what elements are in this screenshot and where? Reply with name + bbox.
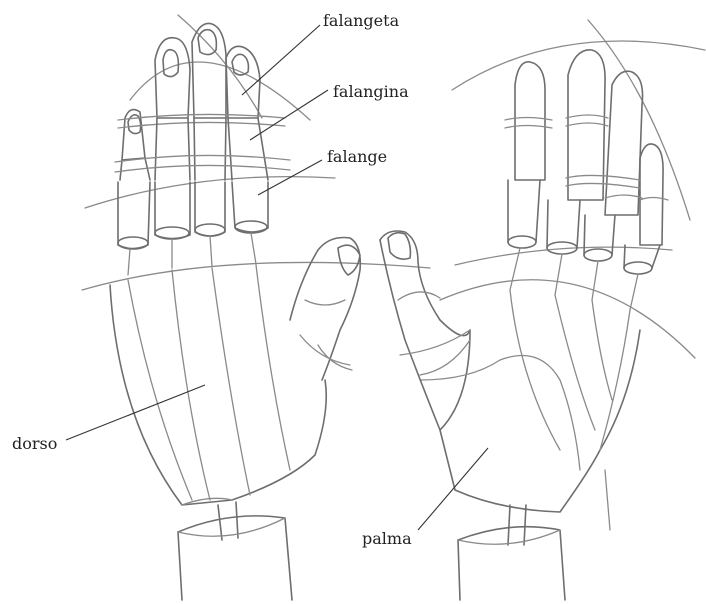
palma-leader-line: [418, 448, 488, 530]
dorso-label: dorso: [12, 434, 57, 453]
falangina-leader-line: [250, 90, 328, 140]
falangeta-label: falangeta: [323, 11, 400, 30]
palma-label: palma: [362, 529, 412, 548]
falangina-label: falangina: [333, 82, 409, 101]
right-hand-palmar-drawing: [380, 20, 705, 600]
left-hand-dorsal-drawing: [82, 15, 430, 600]
falange-label: falange: [327, 147, 387, 166]
falangeta-leader-line: [242, 25, 320, 95]
dorso-leader-line: [66, 385, 205, 440]
